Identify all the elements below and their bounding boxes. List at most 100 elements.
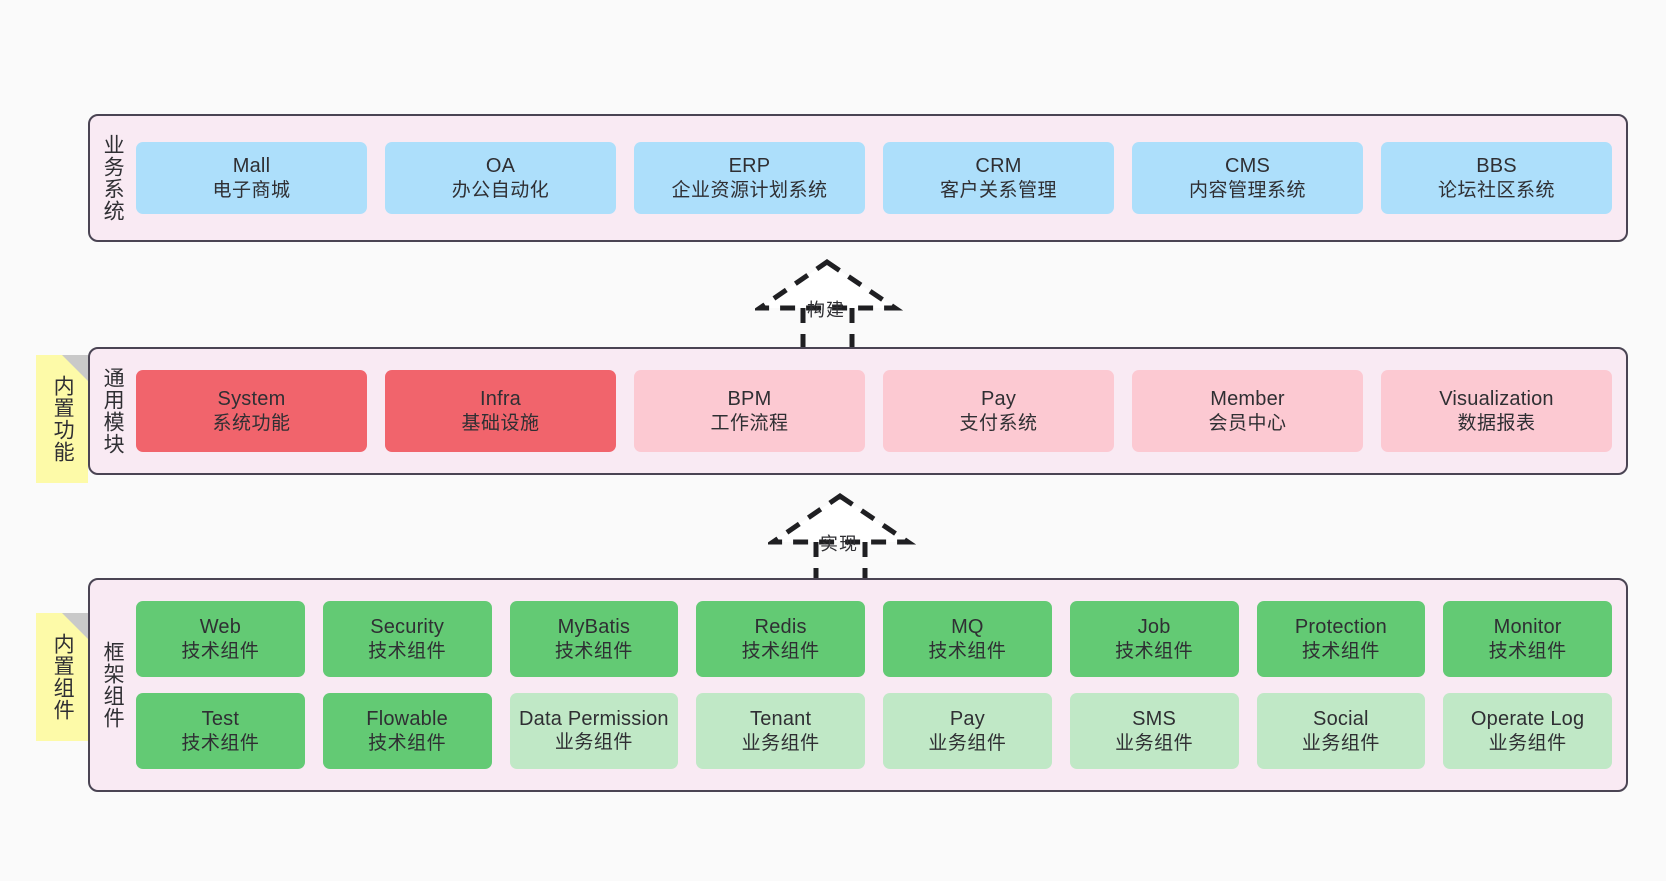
layer-business-systems: 业务系统 Mall 电子商城 OA 办公自动化 ERP 企业资源计划系统 CRM… (88, 114, 1628, 242)
card-infra[interactable]: Infra 基础设施 (385, 370, 616, 452)
card-title-en: Visualization (1439, 388, 1554, 411)
card-title-cn: 工作流程 (710, 412, 789, 434)
card-title-cn: 业务组件 (928, 732, 1007, 754)
card-title-cn: 业务组件 (1115, 732, 1194, 754)
card-title-cn: 支付系统 (959, 412, 1038, 434)
card-title-en: Infra (479, 388, 522, 411)
card-protection[interactable]: Protection 技术组件 (1256, 601, 1426, 677)
note-label: 内置功能 (51, 375, 75, 463)
card-title-cn: 技术组件 (181, 732, 260, 754)
card-title-cn: 技术组件 (1301, 640, 1380, 662)
layer-body-business-systems: Mall 电子商城 OA 办公自动化 ERP 企业资源计划系统 CRM 客户关系… (134, 116, 1626, 240)
card-title-cn: 技术组件 (368, 732, 447, 754)
card-visualization[interactable]: Visualization 数据报表 (1381, 370, 1612, 452)
layer-title-common-modules: 通用模块 (101, 367, 125, 455)
note-builtin-functions: 内置功能 (36, 355, 88, 483)
card-title-cn: 业务组件 (554, 731, 633, 753)
card-title-cn: 业务组件 (1488, 732, 1567, 754)
card-title-cn: 基础设施 (461, 412, 540, 434)
card-crm[interactable]: CRM 客户关系管理 (883, 142, 1114, 214)
card-flowable[interactable]: Flowable 技术组件 (322, 693, 492, 769)
card-monitor[interactable]: Monitor 技术组件 (1443, 601, 1612, 677)
card-title-cn: 技术组件 (741, 640, 820, 662)
card-job[interactable]: Job 技术组件 (1069, 601, 1239, 677)
note-label: 内置组件 (51, 633, 75, 721)
card-title-cn: 办公自动化 (451, 179, 550, 201)
card-mq[interactable]: MQ 技术组件 (883, 601, 1052, 677)
card-title-en: Tenant (750, 708, 812, 731)
card-title-en: Pay (980, 388, 1017, 411)
layer-title-business-systems: 业务系统 (101, 134, 125, 222)
card-tenant[interactable]: Tenant 业务组件 (696, 693, 865, 769)
card-title-en: Web (199, 616, 242, 639)
card-title-cn: 技术组件 (928, 640, 1007, 662)
connector-build: 构建 (755, 258, 905, 350)
card-title-en: Security (370, 616, 445, 639)
card-sms[interactable]: SMS 业务组件 (1069, 693, 1239, 769)
card-title-cn: 客户关系管理 (939, 179, 1057, 201)
card-social[interactable]: Social 业务组件 (1256, 693, 1426, 769)
card-row: Mall 电子商城 OA 办公自动化 ERP 企业资源计划系统 CRM 客户关系… (136, 142, 1612, 214)
card-pay[interactable]: Pay 支付系统 (883, 370, 1114, 452)
card-title-cn: 业务组件 (1301, 732, 1380, 754)
note-builtin-components: 内置组件 (36, 613, 88, 741)
layer-framework-components: 框架组件 Web 技术组件 Security 技术组件 MyBatis 技术组件… (88, 578, 1628, 792)
card-pay-component[interactable]: Pay 业务组件 (883, 693, 1052, 769)
card-title-en: Operate Log (1470, 708, 1585, 731)
card-title-cn: 业务组件 (741, 732, 820, 754)
card-title-cn: 企业资源计划系统 (671, 179, 828, 201)
arrowhead-icon (768, 492, 917, 545)
card-title-cn: 电子商城 (212, 179, 291, 201)
layer-body-framework-components: Web 技术组件 Security 技术组件 MyBatis 技术组件 Redi… (134, 580, 1626, 790)
card-title-en: Pay (949, 708, 985, 731)
card-title-cn: 技术组件 (368, 640, 447, 662)
card-title-en: ERP (728, 155, 771, 178)
card-redis[interactable]: Redis 技术组件 (696, 601, 865, 677)
connector-label: 构建 (807, 300, 845, 320)
card-mall[interactable]: Mall 电子商城 (136, 142, 367, 214)
card-oa[interactable]: OA 办公自动化 (385, 142, 616, 214)
card-title-en: OA (485, 155, 516, 178)
card-title-en: System (217, 388, 286, 411)
card-title-en: CMS (1224, 155, 1271, 178)
card-title-cn: 技术组件 (554, 640, 633, 662)
card-title-en: Job (1137, 616, 1171, 639)
card-title-cn: 论坛社区系统 (1437, 179, 1555, 201)
card-bpm[interactable]: BPM 工作流程 (634, 370, 865, 452)
card-title-en: Mall (232, 155, 271, 178)
card-title-en: Protection (1294, 616, 1387, 639)
card-title-cn: 技术组件 (1115, 640, 1194, 662)
note-fold-corner-icon (62, 355, 88, 381)
card-row: Test 技术组件 Flowable 技术组件 Data Permission … (136, 693, 1612, 769)
card-data-permission[interactable]: Data Permission 业务组件 (509, 693, 679, 769)
layer-common-modules: 通用模块 System 系统功能 Infra 基础设施 BPM 工作流程 Pay… (88, 347, 1628, 475)
card-system[interactable]: System 系统功能 (136, 370, 367, 452)
card-title-cn: 内容管理系统 (1188, 179, 1306, 201)
card-title-en: Redis (754, 616, 807, 639)
note-fold-corner-icon (62, 613, 88, 639)
card-title-en: BBS (1476, 155, 1517, 178)
card-title-en: Test (201, 708, 240, 731)
card-title-en: Member (1210, 388, 1285, 411)
card-web[interactable]: Web 技术组件 (136, 601, 305, 677)
card-title-en: Data Permission (519, 708, 669, 731)
layer-body-common-modules: System 系统功能 Infra 基础设施 BPM 工作流程 Pay 支付系统… (134, 349, 1626, 473)
connector-implement: 实现 (768, 492, 918, 584)
card-security[interactable]: Security 技术组件 (322, 601, 492, 677)
card-title-cn: 会员中心 (1208, 412, 1287, 434)
card-row: Web 技术组件 Security 技术组件 MyBatis 技术组件 Redi… (136, 601, 1612, 677)
card-title-en: Social (1313, 708, 1369, 731)
card-member[interactable]: Member 会员中心 (1132, 370, 1363, 452)
card-mybatis[interactable]: MyBatis 技术组件 (509, 601, 679, 677)
card-cms[interactable]: CMS 内容管理系统 (1132, 142, 1363, 214)
card-title-en: SMS (1132, 708, 1177, 731)
card-operate-log[interactable]: Operate Log 业务组件 (1443, 693, 1612, 769)
card-title-cn: 系统功能 (212, 412, 291, 434)
card-title-en: MQ (951, 616, 984, 639)
card-title-en: Flowable (366, 708, 448, 731)
card-title-en: MyBatis (557, 616, 631, 639)
card-erp[interactable]: ERP 企业资源计划系统 (634, 142, 865, 214)
card-bbs[interactable]: BBS 论坛社区系统 (1381, 142, 1612, 214)
connector-label: 实现 (820, 534, 858, 554)
card-test[interactable]: Test 技术组件 (136, 693, 305, 769)
